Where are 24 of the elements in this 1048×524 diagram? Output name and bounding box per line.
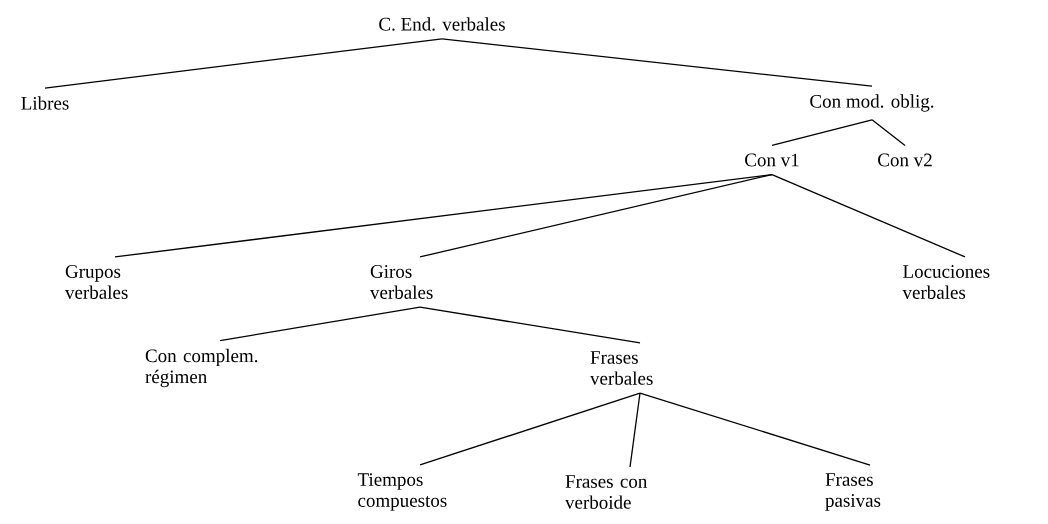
branch-line [419,173,773,258]
tree-label: Frases pasivas [825,473,881,511]
tree-label: Con mod. oblig. [810,94,934,112]
tree-label: Con v2 [878,153,932,167]
branch-line [771,173,966,258]
tree-label: Locuciones verbales [902,265,990,299]
branch-line [771,119,873,147]
branch-line [44,38,443,89]
tree-label: C. End. verbales [379,17,505,31]
branch-line [871,119,906,147]
tree-label: Con complem. régimen [145,348,258,388]
tree-label: Frases con verboide [565,475,647,509]
branch-line [419,392,641,466]
tree-label: Grupos verbales [65,265,128,299]
tree-label: Con v1 [745,153,799,167]
branch-line [629,392,641,468]
tree-label: Frases verbales [590,351,653,385]
branch-line [441,38,873,87]
branch-line [219,306,421,342]
branch-line [419,306,641,344]
tree-label: Libres [21,96,69,110]
tree-label: Tiempos compuestos [357,473,447,511]
branch-line [639,392,871,466]
tree-label: Giros verbales [370,265,433,299]
